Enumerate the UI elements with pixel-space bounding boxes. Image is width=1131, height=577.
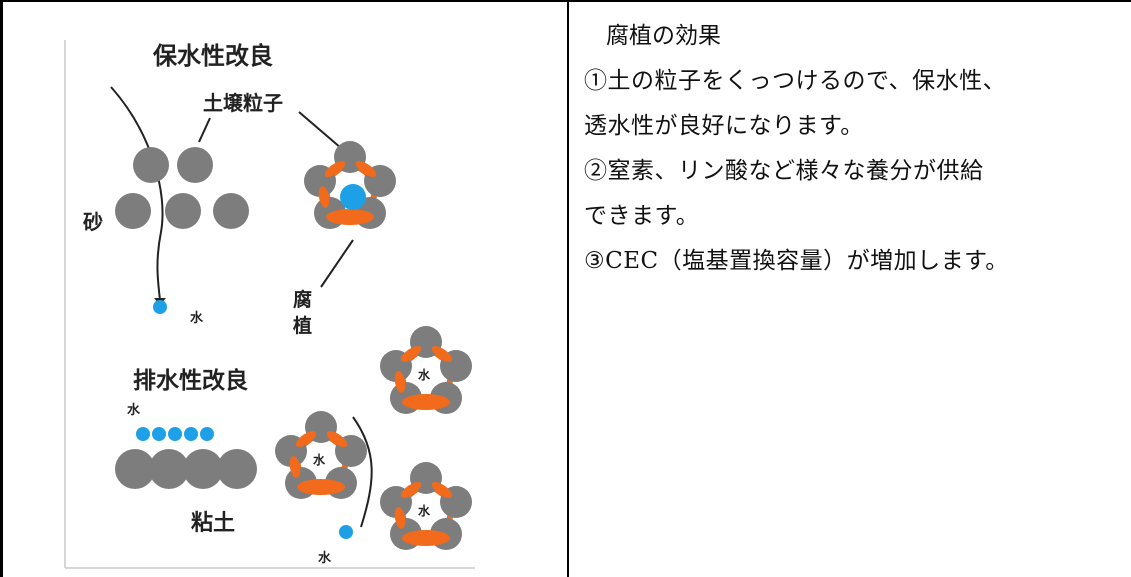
table-divider (567, 0, 569, 577)
water-drop-drainage (339, 525, 353, 539)
water-drop-sand (153, 300, 167, 314)
water-path-drainage (352, 416, 373, 528)
effects-title: 腐植の効果 (606, 23, 721, 49)
svg-text:水: 水 (313, 452, 326, 467)
humus-aggregate-top (304, 141, 396, 229)
table-border-left (0, 0, 3, 577)
svg-text:水: 水 (418, 367, 431, 382)
label-water-1: 水 (190, 310, 204, 326)
label-humus-2: 植 (293, 314, 312, 337)
title-water-retention: 保水性改良 (152, 42, 273, 70)
effects-line-4: できます。 (584, 203, 700, 229)
label-water-2: 水 (127, 402, 141, 418)
effects-line-2: 透水性が良好になります。 (584, 113, 864, 139)
label-clay: 粘土 (191, 511, 235, 536)
leader-soil-particle-sand (198, 117, 211, 143)
table-border-top (0, 0, 1131, 2)
label-water-3: 水 (318, 550, 332, 566)
leader-humus (320, 239, 354, 288)
humus-diagram-cell: 保水性改良 土壌粒子 砂 水 腐 植 排水性改良 水 粘土 水 (3, 2, 568, 575)
sand-particles (115, 147, 249, 229)
label-sand: 砂 (83, 210, 103, 234)
humus-aggregate-1: 水 (275, 411, 367, 499)
effects-line-5: ③CEC（塩基置換容量）が増加します。 (584, 248, 1009, 274)
water-path-sand (110, 86, 164, 301)
label-humus-1: 腐 (293, 288, 312, 311)
humus-aggregate-3: 水 (380, 462, 472, 550)
clay-water-drops (136, 427, 214, 441)
humus-aggregate-2: 水 (380, 326, 472, 414)
clay-particles (115, 449, 257, 489)
effects-line-1: ①土の粒子をくっつけるので、保水性、 (584, 68, 1007, 94)
svg-text:水: 水 (418, 503, 431, 518)
effects-line-3: ②窒素、リン酸など様々な養分が供給 (584, 158, 984, 184)
humus-effects-cell: 腐植の効果 ①土の粒子をくっつけるので、保水性、 透水性が良好になります。 ②窒… (570, 2, 1131, 575)
title-drainage: 排水性改良 (133, 367, 248, 394)
humus-diagram: 保水性改良 土壌粒子 砂 水 腐 植 排水性改良 水 粘土 水 (64, 40, 475, 569)
label-soil-particle: 土壌粒子 (203, 91, 283, 115)
